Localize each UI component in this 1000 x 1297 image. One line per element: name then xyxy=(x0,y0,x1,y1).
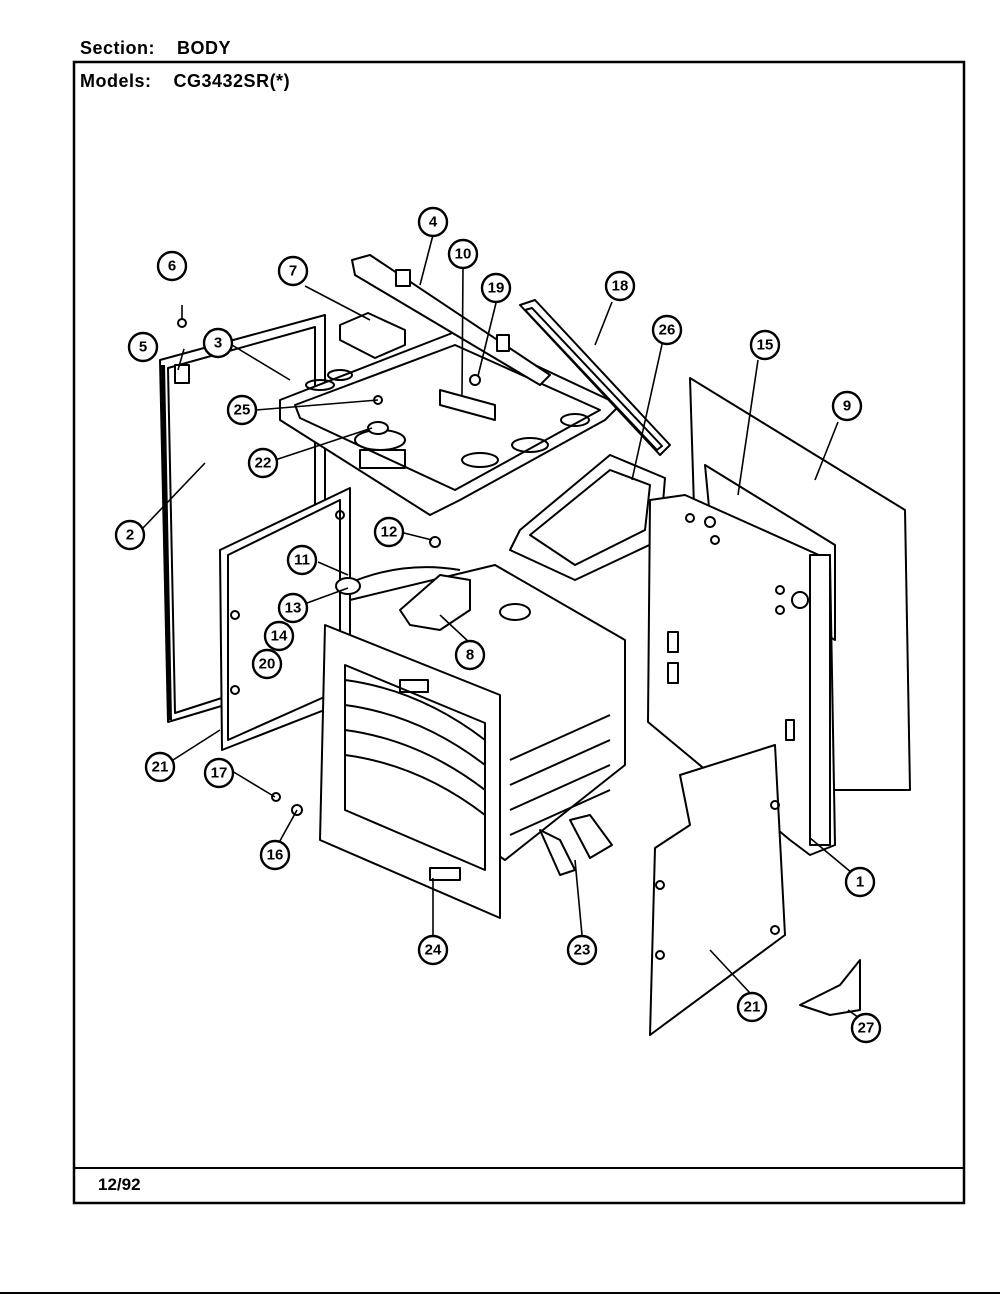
svg-text:24: 24 xyxy=(425,942,442,959)
callout-7: 7 xyxy=(277,255,309,287)
svg-text:20: 20 xyxy=(259,656,276,673)
callout-1: 1 xyxy=(844,866,876,898)
svg-text:14: 14 xyxy=(271,628,288,645)
callout-6: 6 xyxy=(156,250,188,282)
svg-text:27: 27 xyxy=(858,1020,875,1037)
callout-9: 9 xyxy=(831,390,863,422)
callout-17: 17 xyxy=(203,757,235,789)
callout-16: 16 xyxy=(259,839,291,871)
part-bracket-inner xyxy=(529,469,651,566)
callout-20: 20 xyxy=(251,648,283,680)
callout-21-right: 21 xyxy=(736,991,768,1023)
callout-24: 24 xyxy=(417,934,449,966)
svg-text:21: 21 xyxy=(152,759,169,776)
svg-text:25: 25 xyxy=(234,402,251,419)
svg-text:6: 6 xyxy=(168,258,176,275)
part-small-bracket xyxy=(799,959,861,1016)
svg-text:19: 19 xyxy=(488,280,505,297)
svg-text:3: 3 xyxy=(214,335,222,352)
svg-text:21: 21 xyxy=(744,999,761,1016)
callout-5: 5 xyxy=(127,331,159,363)
svg-text:9: 9 xyxy=(843,398,851,415)
svg-text:13: 13 xyxy=(285,600,302,617)
part-cavity-bracket xyxy=(399,574,471,631)
svg-text:16: 16 xyxy=(267,847,284,864)
svg-text:1: 1 xyxy=(856,874,864,891)
models-line: Models: CG3432SR(*) xyxy=(80,71,290,92)
part-rear-channel xyxy=(351,254,551,386)
svg-text:11: 11 xyxy=(294,552,310,569)
part-bracket xyxy=(509,454,666,581)
svg-text:17: 17 xyxy=(211,765,228,782)
leader-lines xyxy=(142,234,863,1021)
svg-text:12: 12 xyxy=(381,524,398,541)
part-right-bottom-panel xyxy=(649,744,786,1036)
svg-text:15: 15 xyxy=(757,337,774,354)
models-label: Models: xyxy=(80,71,152,91)
section-label: Section: xyxy=(80,38,156,58)
callout-27: 27 xyxy=(850,1012,882,1044)
svg-text:10: 10 xyxy=(455,246,472,263)
callout-19: 19 xyxy=(480,272,512,304)
svg-text:23: 23 xyxy=(574,942,591,959)
callout-14: 14 xyxy=(263,620,295,652)
callout-22: 22 xyxy=(247,447,279,479)
callout-12: 12 xyxy=(373,516,405,548)
svg-text:2: 2 xyxy=(126,527,134,544)
models-value: CG3432SR(*) xyxy=(173,71,291,91)
svg-text:8: 8 xyxy=(466,647,474,664)
callout-3: 3 xyxy=(202,327,234,359)
svg-text:26: 26 xyxy=(659,322,676,339)
callout-13: 13 xyxy=(277,592,309,624)
callout-25: 25 xyxy=(226,394,258,426)
callout-23: 23 xyxy=(566,934,598,966)
part-rail xyxy=(519,299,671,456)
callout-26: 26 xyxy=(651,314,683,346)
revision-date: 12/92 xyxy=(98,1175,141,1194)
callout-15: 15 xyxy=(749,329,781,361)
part-rear-panel xyxy=(647,377,911,856)
callout-18: 18 xyxy=(604,270,636,302)
callout-10: 10 xyxy=(447,238,479,270)
callout-2: 2 xyxy=(114,519,146,551)
callout-4: 4 xyxy=(417,206,449,238)
svg-text:18: 18 xyxy=(612,278,629,295)
svg-text:7: 7 xyxy=(289,263,297,280)
svg-text:5: 5 xyxy=(139,339,147,356)
part-hinge xyxy=(539,814,613,876)
section-value: BODY xyxy=(177,38,232,58)
part-box xyxy=(339,312,406,359)
section-line: Section: BODY xyxy=(80,38,231,59)
svg-text:22: 22 xyxy=(255,455,272,472)
callout-8: 8 xyxy=(454,639,486,671)
svg-text:4: 4 xyxy=(429,214,438,231)
callout-11: 11 xyxy=(286,544,318,576)
frame-border xyxy=(72,60,966,1205)
callout-21-left: 21 xyxy=(144,751,176,783)
part-oven-cavity xyxy=(319,564,626,919)
